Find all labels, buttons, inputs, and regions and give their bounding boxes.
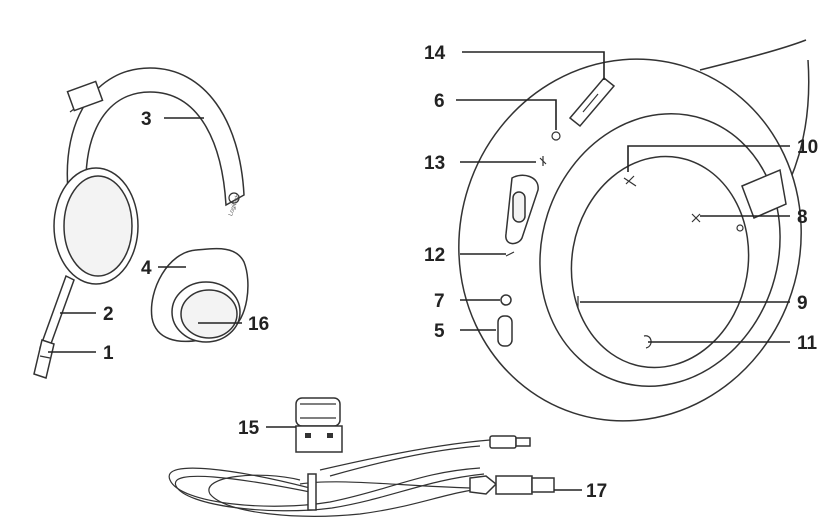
callout-12: 12	[424, 245, 445, 266]
callout-6: 6	[434, 91, 445, 112]
callout-2: 2	[103, 304, 114, 325]
callout-9: 9	[797, 293, 808, 314]
volume-up-icon	[539, 156, 547, 166]
headband	[66, 67, 245, 207]
charging-port[interactable]	[497, 315, 513, 347]
usb-receiver	[295, 397, 343, 453]
volume-down-icon	[505, 251, 515, 257]
left-earcup	[53, 167, 139, 285]
callout-16: 16	[248, 314, 269, 335]
mic-port[interactable]	[500, 294, 512, 306]
callout-7: 7	[434, 291, 445, 312]
callout-labels: 1 2 3 4 5 6 7 8 9 10 11 12 13 14 15 16 1…	[103, 43, 818, 502]
wireless-icon	[643, 335, 652, 349]
callout-3: 3	[141, 109, 152, 130]
right-earcup	[150, 247, 249, 343]
callout-10: 10	[797, 137, 818, 158]
status-led	[551, 131, 561, 141]
headset-overview: Logitech	[33, 67, 249, 379]
leader-lines	[48, 51, 790, 491]
earcup-detail	[458, 39, 810, 422]
callout-17: 17	[586, 481, 607, 502]
callout-13: 13	[424, 153, 445, 174]
mic-boom	[33, 274, 75, 379]
plus-icon	[691, 213, 701, 223]
callout-5: 5	[434, 321, 445, 342]
usb-cable	[168, 435, 555, 517]
callout-14: 14	[424, 43, 446, 64]
volume-rocker[interactable]	[505, 174, 539, 245]
callout-4: 4	[141, 258, 152, 279]
callout-8: 8	[797, 207, 808, 228]
power-switch[interactable]	[568, 76, 616, 128]
callout-11: 11	[797, 333, 818, 354]
callout-1: 1	[103, 343, 114, 364]
mic-mute-icon	[623, 175, 637, 187]
speaker-plate	[570, 155, 750, 369]
callout-15: 15	[238, 418, 260, 439]
